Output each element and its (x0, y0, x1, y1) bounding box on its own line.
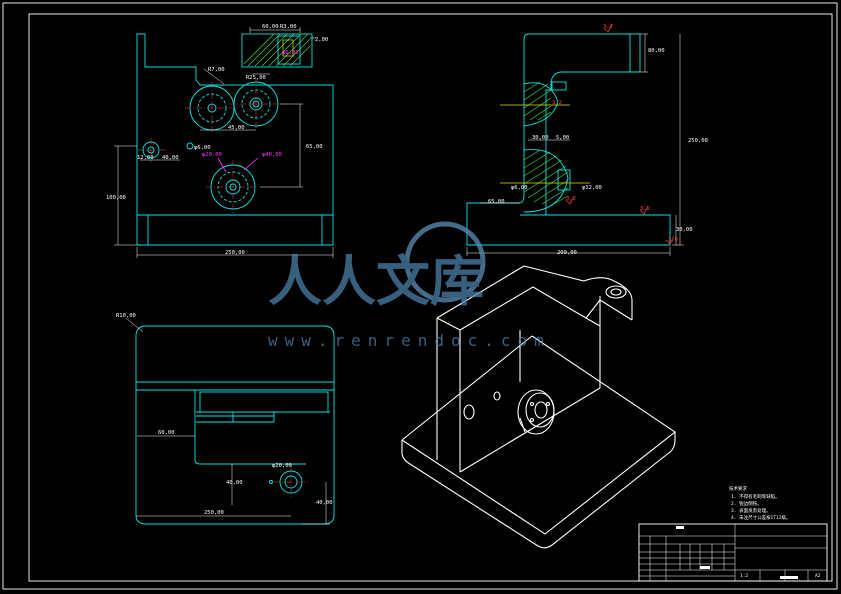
side-web-left: 30,00 (532, 135, 549, 141)
watermark: 人人文库 www.renrendoc.com (268, 221, 551, 350)
dim-overall-width: 250,00 (225, 250, 245, 256)
side-lower-right: φ12,00 (582, 185, 602, 191)
side-rough-1: 3,2 (603, 24, 613, 30)
dim-magenta-3: φ6,00 (282, 50, 299, 56)
dim-hole-pair: R25,00 (246, 75, 266, 81)
isometric-view (401, 265, 676, 549)
watermark-url: www.renrendoc.com (268, 331, 551, 350)
dim-left-small-1: 12,00 (137, 155, 154, 161)
side-view-labels: 3,2 80,00 250,00 30,00 3,0 30,00 5,00 φ6… (488, 24, 708, 256)
note-4: 4. 未注尺寸公差按IT12级。 (731, 514, 790, 521)
front-view (114, 27, 334, 258)
side-overall-height: 250,00 (688, 138, 708, 144)
inner-border (28, 13, 833, 582)
dim-left-hole: 40,00 (162, 155, 179, 161)
dim-top-width: 60,00 (262, 24, 279, 30)
top-view (125, 317, 335, 525)
title-sheet: A2 (815, 573, 821, 579)
side-top-height: 80,00 (648, 48, 665, 54)
side-rough-4: 3,2 (552, 100, 562, 106)
title-block: 1:2 A2 (638, 523, 828, 582)
technical-notes: 技术要求 1. 不得有毛刺等缺陷。 2. 锐边倒钝。 3. 表面发黑处理。 4.… (729, 485, 790, 521)
side-web-right: 5,00 (556, 135, 569, 141)
note-2: 2. 锐边倒钝。 (731, 500, 762, 507)
side-base-height: 30,00 (676, 227, 693, 233)
dim-overall-height: 100,00 (106, 195, 126, 201)
top-right-height: 40,00 (316, 500, 333, 506)
note-1: 1. 不得有毛刺等缺陷。 (731, 493, 780, 500)
top-view-labels: R10,00 60,00 40,00 φ20,00 250,00 40,00 (116, 313, 333, 516)
side-rough-2: 3,2 (640, 206, 650, 212)
top-overall-width: 250,00 (204, 510, 224, 516)
title-scale: 1:2 (740, 573, 748, 579)
side-left-offset: 65,00 (488, 199, 505, 205)
front-view-labels: 60,00 R3,00 2,00 R7,00 R25,00 45,00 65,0… (106, 24, 328, 256)
top-slot-width: 60,00 (158, 430, 175, 436)
notes-title: 技术要求 (729, 485, 747, 492)
dim-left-small-2: φ6,00 (194, 145, 211, 151)
side-view (466, 23, 684, 256)
side-lower-left: φ6,00 (511, 185, 528, 191)
top-hole-label: φ20,00 (272, 463, 292, 469)
dim-center-height: 65,00 (306, 144, 323, 150)
dim-top-small: 2,00 (315, 37, 328, 43)
dim-magenta-2: φ40,00 (262, 152, 282, 158)
side-base-length: 200,00 (557, 250, 577, 256)
note-3: 3. 表面发黑处理。 (731, 507, 771, 514)
side-rough-3: 3,2 (566, 196, 576, 202)
dim-hole-spacing: 45,00 (228, 125, 245, 131)
watermark-chars: 人人文库 (268, 250, 484, 313)
dim-magenta-1: φ20,00 (202, 152, 222, 158)
side-base-small: 3,0 (668, 237, 678, 243)
dim-radius-top: R7,00 (208, 67, 225, 73)
dim-top-offset: R3,00 (280, 24, 297, 30)
top-corner-radius: R10,00 (116, 313, 136, 319)
top-hole-height: 40,00 (226, 480, 243, 486)
